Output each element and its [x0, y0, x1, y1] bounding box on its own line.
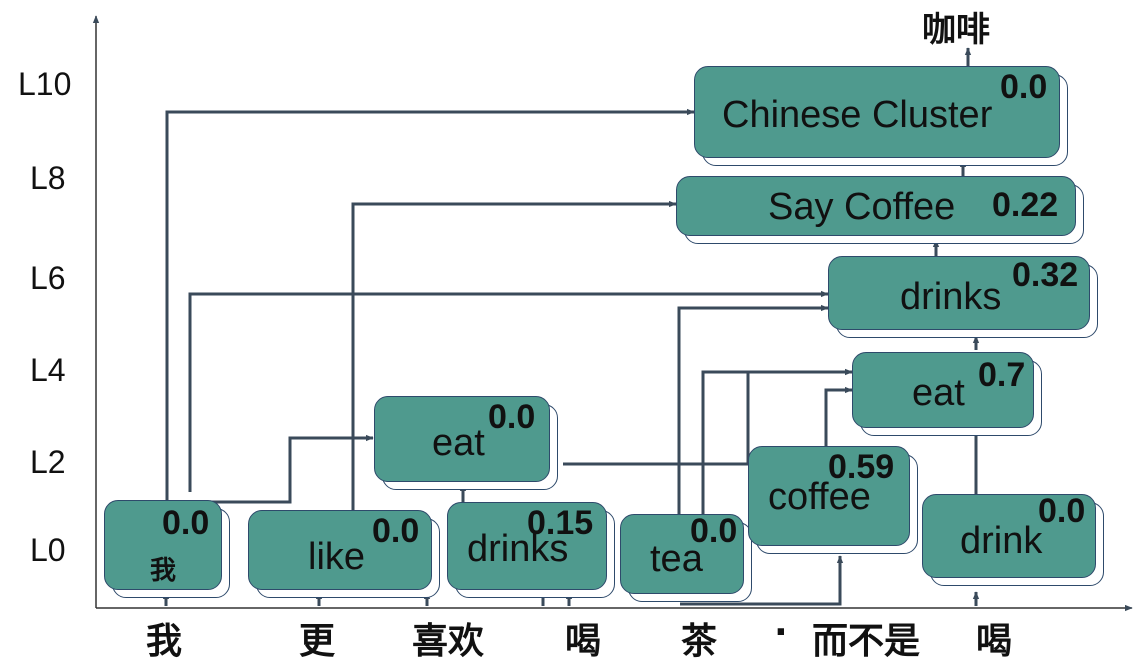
node-box — [748, 446, 910, 546]
feature-node-coffee[interactable]: coffee 0.59 — [748, 446, 918, 554]
edge-wo-to-drinks6 — [188, 290, 829, 492]
node-box — [852, 352, 1034, 428]
feature-node-chinese-cluster[interactable]: Chinese Cluster 0.0 — [694, 66, 1068, 166]
node-score: 0.15 — [527, 504, 594, 542]
node-score: 0.0 — [1000, 68, 1048, 106]
node-label: eat — [432, 422, 485, 464]
input-token-dot: · — [774, 612, 788, 653]
edge-wo-to-chinese — [165, 108, 695, 500]
node-box — [248, 510, 432, 590]
feature-node-eat-l4[interactable]: eat 0.7 — [852, 352, 1042, 436]
node-label: drinks — [900, 276, 1002, 318]
input-token-he-2: 喝 — [976, 621, 1013, 662]
edge-wo-to-eat2 — [207, 434, 374, 504]
feature-node-drinks-l0[interactable]: drinks 0.15 — [447, 502, 615, 598]
node-box — [447, 502, 607, 590]
edge-tea-to-drinks6 — [677, 304, 829, 514]
node-score: 0.0 — [488, 398, 536, 436]
node-label: like — [308, 536, 366, 578]
axes — [92, 15, 1133, 612]
node-label: tea — [650, 538, 703, 580]
node-box — [694, 66, 1060, 158]
node-score: 0.22 — [992, 186, 1059, 224]
feature-node-tea[interactable]: tea 0.0 — [620, 512, 752, 602]
node-label: drink — [960, 520, 1043, 562]
level-label-l6: L6 — [30, 260, 66, 296]
node-score: 0.0 — [690, 512, 738, 550]
input-token-wo: 我 — [146, 621, 183, 662]
input-token-erbushi: 而不是 — [812, 621, 921, 662]
feature-node-say-coffee[interactable]: Say Coffee 0.22 — [676, 176, 1084, 244]
node-label: drinks — [467, 528, 569, 570]
node-score: 0.7 — [978, 356, 1026, 394]
level-label-l8: L8 — [30, 160, 66, 196]
node-score: 0.32 — [1012, 256, 1079, 294]
edge-coffee-to-eat4 — [824, 386, 853, 446]
feature-node-eat-l2[interactable]: eat 0.0 — [374, 396, 558, 490]
node-score: 0.0 — [1038, 492, 1086, 530]
node-box — [104, 500, 222, 590]
node-score: 0.0 — [372, 512, 420, 550]
level-label-l10: L10 — [18, 66, 72, 102]
node-box — [828, 256, 1090, 330]
edge-in-cha-coffee — [680, 555, 844, 606]
edge-like-to-saycoffee — [351, 200, 677, 512]
feature-node-drink[interactable]: drink 0.0 — [922, 492, 1104, 586]
input-token-xihuan: 喜欢 — [412, 621, 485, 662]
input-token-he: 喝 — [565, 621, 602, 662]
feature-node-wo[interactable]: 0.0 我 — [104, 500, 230, 598]
node-sublabel: 我 — [150, 556, 177, 586]
feature-node-drinks-l6[interactable]: drinks 0.32 — [828, 256, 1098, 338]
node-box — [922, 494, 1096, 578]
node-score: 0.59 — [828, 448, 895, 486]
node-score: 0.0 — [162, 504, 210, 542]
node-label: eat — [912, 372, 965, 414]
input-token-geng: 更 — [299, 621, 336, 662]
output-token: 咖啡 — [922, 10, 990, 50]
edge-tea-to-eat4 — [701, 368, 853, 516]
node-box — [620, 514, 744, 594]
input-token-cha: 茶 — [681, 621, 718, 662]
node-label: Chinese Cluster — [722, 94, 993, 136]
node-label: coffee — [768, 476, 871, 518]
level-label-l2: L2 — [30, 444, 66, 480]
level-label-l4: L4 — [30, 352, 66, 388]
level-label-l0: L0 — [30, 532, 66, 568]
node-label: Say Coffee — [768, 186, 956, 228]
node-box — [676, 176, 1076, 236]
node-box — [374, 396, 550, 482]
feature-node-like[interactable]: like 0.0 — [248, 510, 440, 598]
